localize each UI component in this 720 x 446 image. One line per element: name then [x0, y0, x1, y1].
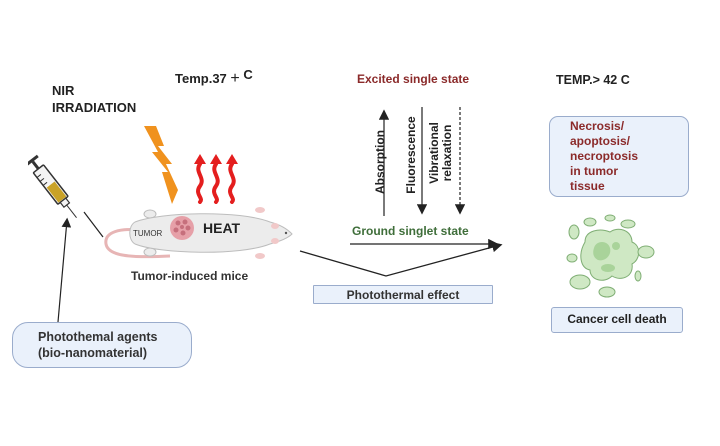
vibrational-label: Vibrational relaxation [427, 108, 454, 198]
agents-line-1: Photothemal agents [38, 330, 158, 344]
photothermal-effect-box: Photothermal effect [313, 285, 493, 304]
mice-caption: Tumor-induced mice [131, 269, 249, 283]
outcome-line: apoptosis/ [570, 134, 631, 148]
nir-line-1: NIR [52, 83, 75, 98]
temp-start-symbol: + [230, 70, 240, 87]
temp-start-label: Temp.37 + C [175, 67, 253, 88]
ground-state-label: Ground singlet state [352, 224, 469, 238]
needle-line [83, 211, 104, 238]
fluorescence-label: Fluorescence [404, 116, 418, 194]
cancer-cell-death-box: Cancer cell death [551, 307, 683, 333]
agents-arrow [57, 217, 72, 323]
tumor-icon [170, 216, 194, 240]
lightning-icon [144, 126, 178, 204]
temp-start-unit: C [243, 67, 253, 82]
heat-label: HEAT [203, 220, 241, 236]
temp-start-value: Temp.37 [175, 71, 227, 86]
outcome-line: tissue [570, 179, 605, 193]
outcome-line: Necrosis/ [570, 119, 625, 133]
temp-high-label: TEMP.> 42 C [556, 73, 630, 87]
heat-wave-icon [194, 154, 238, 204]
nir-label: NIR IRRADIATION [52, 82, 136, 116]
tumor-label: TUMOR [133, 229, 163, 238]
excited-state-label: Excited single state [357, 72, 470, 86]
syringe-icon [28, 154, 77, 218]
vibrational-line-2: relaxation [440, 124, 454, 182]
outcome-line: in tumor [570, 164, 618, 178]
dead-cell-icon [566, 214, 655, 298]
outcome-line: necroptosis [570, 149, 639, 163]
agents-line-2: (bio-nanomaterial) [38, 346, 148, 360]
photothermal-effect-label: Photothermal effect [346, 288, 460, 302]
nir-line-2: IRRADIATION [52, 100, 137, 115]
agents-box: Photothemal agents (bio-nanomaterial) [12, 322, 192, 368]
absorption-label: Absorption [373, 130, 387, 194]
mouse-icon [104, 207, 293, 259]
photothermal-v-line [299, 242, 503, 277]
cancer-cell-death-label: Cancer cell death [567, 312, 667, 326]
